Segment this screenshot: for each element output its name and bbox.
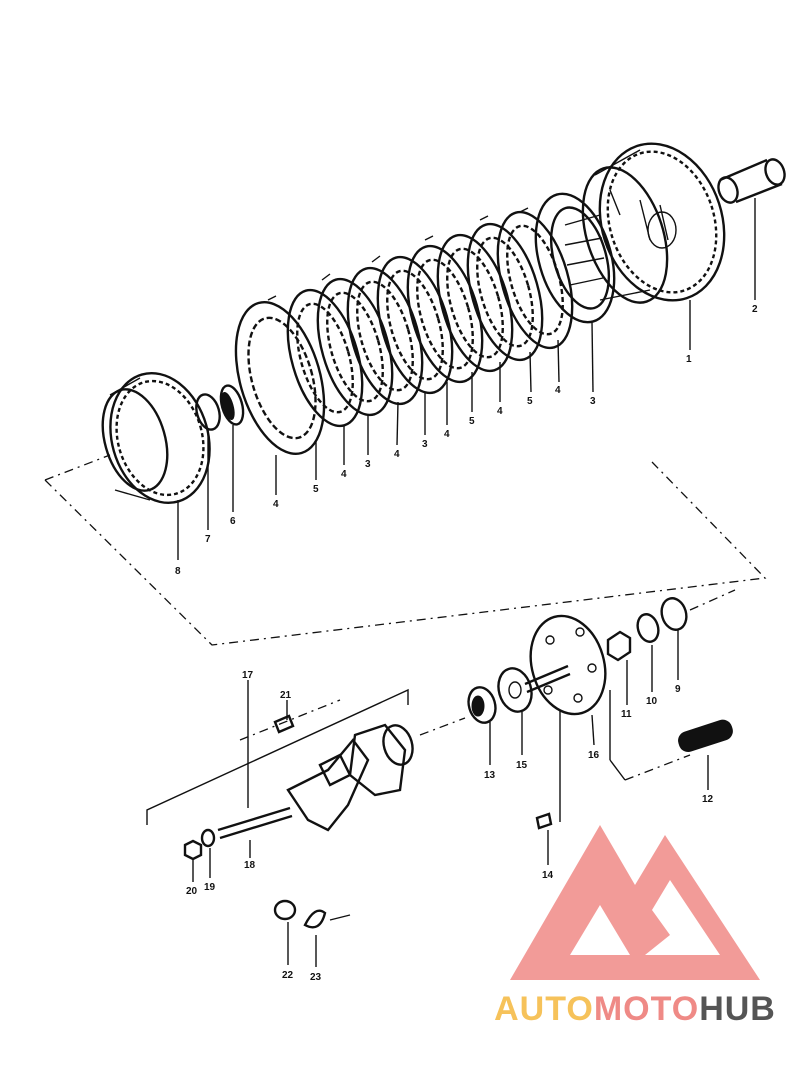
small-washer: [195, 393, 221, 431]
label-part-4a: 4: [555, 385, 561, 396]
label-part-20: 20: [186, 886, 198, 897]
label-part-18: 18: [244, 860, 256, 871]
pressure-plate-gear: [101, 371, 211, 505]
label-part-15: 15: [516, 760, 528, 771]
spacer-sleeve: [717, 158, 786, 204]
thrust-washer: [219, 384, 245, 426]
label-part-6: 6: [230, 516, 236, 527]
label-part-11: 11: [621, 709, 632, 720]
label-part-22: 22: [282, 970, 294, 981]
label-part-4f: 4: [273, 499, 279, 510]
label-part-17: 17: [242, 670, 254, 681]
label-part-13: 13: [484, 770, 496, 781]
label-part-23: 23: [310, 972, 322, 983]
clutch-plate-stack: [234, 207, 574, 455]
release-assembly-bracket: [146, 688, 409, 825]
release-mechanism: [183, 597, 733, 929]
watermark-word-moto: MOTO: [593, 990, 700, 1028]
label-part-5c: 5: [313, 484, 319, 495]
label-part-4c: 4: [444, 429, 450, 440]
label-part-3a: 3: [590, 396, 596, 407]
label-part-9: 9: [675, 684, 681, 695]
watermark-text: AUTOMOTOHUB: [470, 990, 800, 1029]
label-part-5b: 5: [469, 416, 475, 427]
label-part-1: 1: [686, 354, 692, 365]
label-part-14: 14: [542, 870, 554, 881]
label-part-2: 2: [752, 304, 758, 315]
label-part-3c: 3: [365, 459, 371, 470]
part-labels: 1 2 3 4 5 4 5 4 3 4 3 4 5 4 6 7 8 9 10 1…: [175, 304, 758, 983]
label-part-5a: 5: [527, 396, 533, 407]
clutch-housing-gear: [581, 142, 726, 304]
watermark-logo-icon: [510, 825, 760, 980]
label-part-4b: 4: [497, 406, 503, 417]
label-part-19: 19: [204, 882, 216, 893]
label-part-4d: 4: [394, 449, 400, 460]
label-part-21: 21: [280, 690, 292, 701]
watermark-word-auto: AUTO: [494, 990, 594, 1028]
label-part-4e: 4: [341, 469, 347, 480]
label-part-3b: 3: [422, 439, 428, 450]
label-part-7: 7: [205, 534, 211, 545]
label-part-10: 10: [646, 696, 658, 707]
callout-leaders: [177, 198, 756, 967]
label-part-12: 12: [702, 794, 714, 805]
clutch-sleeve-hub: [534, 192, 616, 324]
label-part-16: 16: [588, 750, 600, 761]
label-part-8: 8: [175, 566, 181, 577]
watermark-word-hub: HUB: [699, 990, 776, 1028]
assembly-boundary-top: [44, 454, 111, 481]
